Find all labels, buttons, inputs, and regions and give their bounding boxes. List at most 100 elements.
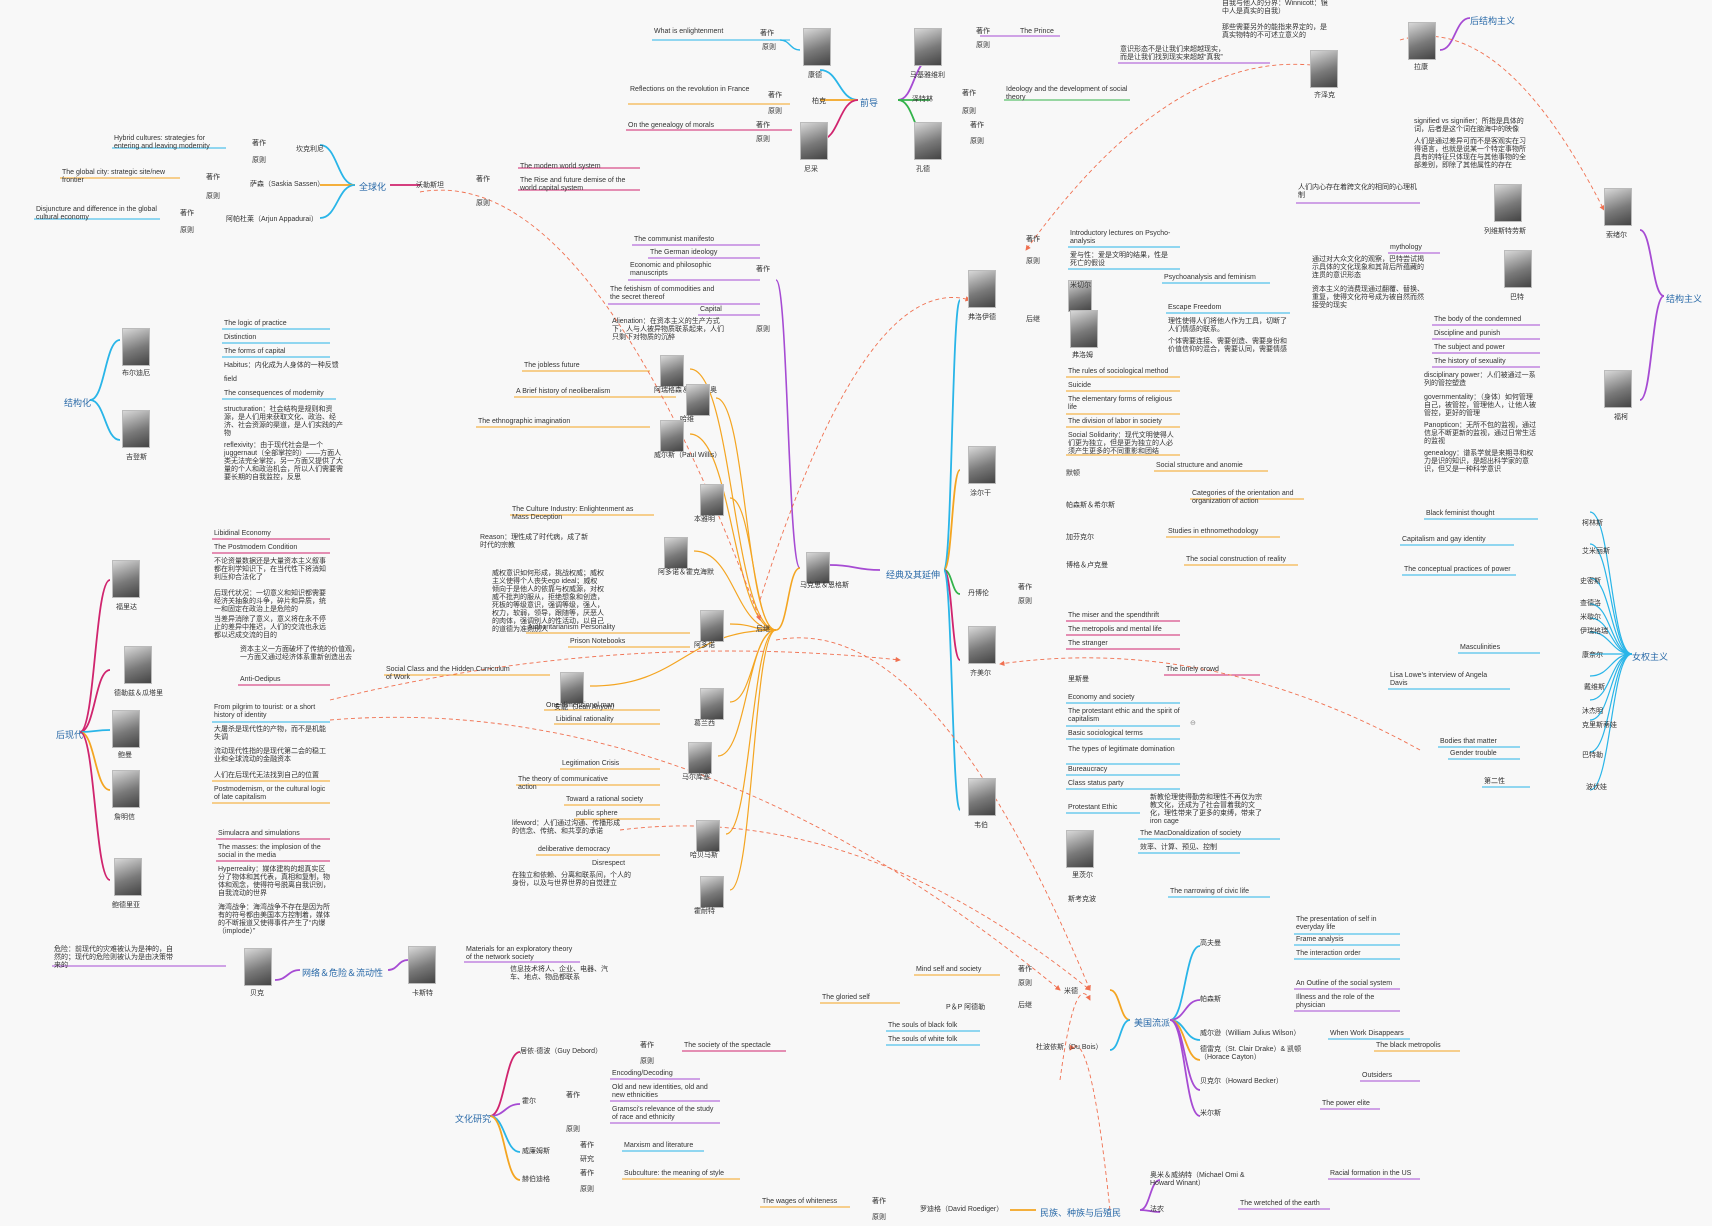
leaf-node[interactable]: The metropolis and mental life: [1068, 626, 1162, 634]
leaf-node[interactable]: The society of the spectacle: [684, 1042, 771, 1050]
follower-work[interactable]: Prison Notebooks: [570, 638, 700, 646]
leaf-node[interactable]: Marxism and literature: [624, 1142, 693, 1150]
leaf-node[interactable]: The conceptual practices of power: [1404, 566, 1514, 574]
sassen-work[interactable]: The global city: strategic site/new fron…: [62, 169, 180, 185]
leaf-node[interactable]: The Postmodern Condition: [214, 544, 297, 552]
leaf-node[interactable]: Masculinities: [1460, 644, 1500, 652]
leaf-node[interactable]: Mind self and society: [916, 966, 981, 974]
leaf-node[interactable]: Economy and society: [1068, 694, 1184, 702]
leaf-node[interactable]: Studies in ethnomethodology: [1168, 528, 1278, 536]
leaf-node[interactable]: mythology: [1390, 244, 1422, 252]
leaf-node[interactable]: The elementary forms of religious life: [1068, 396, 1178, 412]
leaf-node[interactable]: The black metropolis: [1376, 1042, 1441, 1050]
leaf-node[interactable]: The Rise and future demise of the world …: [520, 177, 640, 193]
leaf-node[interactable]: Discipline and punish: [1434, 330, 1500, 338]
leaf-node[interactable]: The souls of white folk: [888, 1036, 957, 1044]
leaf-node[interactable]: Escape Freedom: [1168, 304, 1221, 312]
machiavelli-work[interactable]: The Prince: [1020, 28, 1054, 36]
leaf-node[interactable]: The theory of communicative action: [518, 776, 628, 792]
leaf-node[interactable]: The narrowing of civic life: [1170, 888, 1249, 896]
leaf-node[interactable]: Anti-Oedipus: [240, 676, 280, 684]
leaf-node[interactable]: Introductory lectures on Psycho-analysis: [1070, 230, 1174, 246]
hub-network[interactable]: 网络＆危险＆流动性: [302, 966, 383, 979]
follower-work[interactable]: The ethnographic imagination: [478, 418, 608, 426]
burke-work[interactable]: Reflections on the revolution in France: [630, 86, 770, 94]
leaf-node[interactable]: Subculture: the meaning of style: [624, 1170, 724, 1178]
appadurai-work[interactable]: Disjuncture and difference in the global…: [36, 206, 160, 222]
leaf-node[interactable]: The lonely crowd: [1166, 666, 1219, 674]
zeitlin-work[interactable]: Ideology and the development of social t…: [1006, 86, 1130, 102]
leaf-node[interactable]: Disrespect: [592, 860, 625, 868]
hub-feminism[interactable]: 女权主义: [1632, 650, 1668, 663]
hub-postmodernism[interactable]: 后现代: [56, 728, 83, 741]
leaf-node[interactable]: public sphere: [576, 810, 686, 818]
leaf-node[interactable]: Legitimation Crisis: [562, 760, 672, 768]
leaf-node[interactable]: The MacDonaldization of society: [1140, 830, 1241, 838]
leaf-node[interactable]: One-dimensional man: [546, 702, 614, 710]
marx-work[interactable]: The German ideology: [650, 249, 760, 257]
leaf-node[interactable]: The subject and power: [1434, 344, 1505, 352]
leaf-node[interactable]: Illness and the role of the physician: [1296, 994, 1386, 1010]
hub-race[interactable]: 民族、种族与后殖民: [1040, 1206, 1121, 1219]
hub-cultural-studies[interactable]: 文化研究: [455, 1112, 491, 1125]
leaf-node[interactable]: Materials for an exploratory theory of t…: [466, 946, 576, 962]
hub-american[interactable]: 美国流派: [1134, 1016, 1170, 1029]
leaf-node[interactable]: The presentation of self in everyday lif…: [1296, 916, 1400, 932]
leaf-node[interactable]: Basic sociological terms: [1068, 730, 1184, 738]
hub-structuration[interactable]: 结构化: [64, 396, 91, 409]
leaf-node[interactable]: From pilgrim to tourist: or a short hist…: [214, 704, 328, 720]
leaf-node[interactable]: An Outline of the social system: [1296, 980, 1392, 988]
leaf-node[interactable]: Bureaucracy: [1068, 766, 1184, 774]
leaf-node[interactable]: The souls of black folk: [888, 1022, 957, 1030]
leaf-node[interactable]: Postmodernism, or the cultural logic of …: [214, 786, 326, 802]
leaf-node[interactable]: Bodies that matter: [1440, 738, 1497, 746]
hub-structuralism[interactable]: 结构主义: [1666, 292, 1702, 305]
leaf-node[interactable]: The forms of capital: [224, 348, 285, 356]
leaf-node[interactable]: Libidinal Economy: [214, 530, 271, 538]
leaf-node[interactable]: Frame analysis: [1296, 936, 1400, 944]
follower-work[interactable]: A Brief history of neoliberalism: [516, 388, 646, 396]
leaf-node[interactable]: Suicide: [1068, 382, 1178, 390]
leaf-node[interactable]: The types of legitimate domination: [1068, 746, 1184, 754]
leaf-node[interactable]: The wages of whiteness: [762, 1198, 837, 1206]
hub-precursors[interactable]: 前导: [860, 96, 878, 109]
leaf-node[interactable]: Capitalism and gay identity: [1402, 536, 1512, 544]
leaf-node[interactable]: The rules of sociological method: [1068, 368, 1178, 376]
follower-work[interactable]: The Culture Industry: Enlightenment as M…: [512, 506, 642, 522]
leaf-node[interactable]: 第二性: [1484, 778, 1505, 786]
hub-poststructuralism[interactable]: 后结构主义: [1470, 14, 1515, 27]
marx-work[interactable]: The communist manifesto: [634, 236, 744, 244]
leaf-node[interactable]: Racial formation in the US: [1330, 1170, 1411, 1178]
leaf-node[interactable]: Libidinal rationality: [556, 716, 614, 724]
leaf-node[interactable]: Lisa Lowe’s interview of Angela Davis: [1390, 672, 1506, 688]
marx-work[interactable]: Capital: [700, 306, 810, 314]
leaf-node[interactable]: The gloried self: [822, 994, 870, 1002]
leaf-node[interactable]: The modern world system: [520, 163, 601, 171]
leaf-node[interactable]: Distinction: [224, 334, 256, 342]
leaf-node[interactable]: Gender trouble: [1450, 750, 1497, 758]
hub-globalization[interactable]: 全球化: [359, 180, 386, 193]
leaf-node[interactable]: When Work Disappears: [1330, 1030, 1404, 1038]
leaf-node[interactable]: The power elite: [1322, 1100, 1370, 1108]
leaf-node[interactable]: Simulacra and simulations: [218, 830, 300, 838]
leaf-node[interactable]: Old and new identities, old and new ethn…: [612, 1084, 716, 1100]
leaf-node[interactable]: The history of sexuality: [1434, 358, 1506, 366]
leaf-node[interactable]: Social structure and anomie: [1156, 462, 1266, 470]
leaf-node[interactable]: The interaction order: [1296, 950, 1400, 958]
leaf-node[interactable]: Outsiders: [1362, 1072, 1392, 1080]
leaf-node[interactable]: The miser and the spendthrift: [1068, 612, 1159, 620]
leaf-node[interactable]: Gramsci’s relevance of the study of race…: [612, 1106, 718, 1122]
follower-work[interactable]: The jobless future: [524, 362, 654, 370]
leaf-node[interactable]: Protestant Ethic: [1068, 804, 1117, 812]
marx-work[interactable]: Economic and philosophic manuscripts: [630, 262, 740, 278]
leaf-node[interactable]: Class status party: [1068, 780, 1184, 788]
leaf-node[interactable]: Toward a rational society: [566, 796, 676, 804]
collapse-icon[interactable]: ⊖: [1190, 720, 1196, 728]
leaf-node[interactable]: Categories of the orientation and organi…: [1192, 490, 1302, 506]
leaf-node[interactable]: The social construction of reality: [1186, 556, 1296, 564]
leaf-node[interactable]: The logic of practice: [224, 320, 287, 328]
leaf-node[interactable]: The stranger: [1068, 640, 1108, 648]
leaf-node[interactable]: The protestant ethic and the spirit of c…: [1068, 708, 1184, 724]
leaf-node[interactable]: deliberative democracy: [538, 846, 648, 854]
leaf-node[interactable]: Psychoanalysis and feminism: [1164, 274, 1256, 282]
